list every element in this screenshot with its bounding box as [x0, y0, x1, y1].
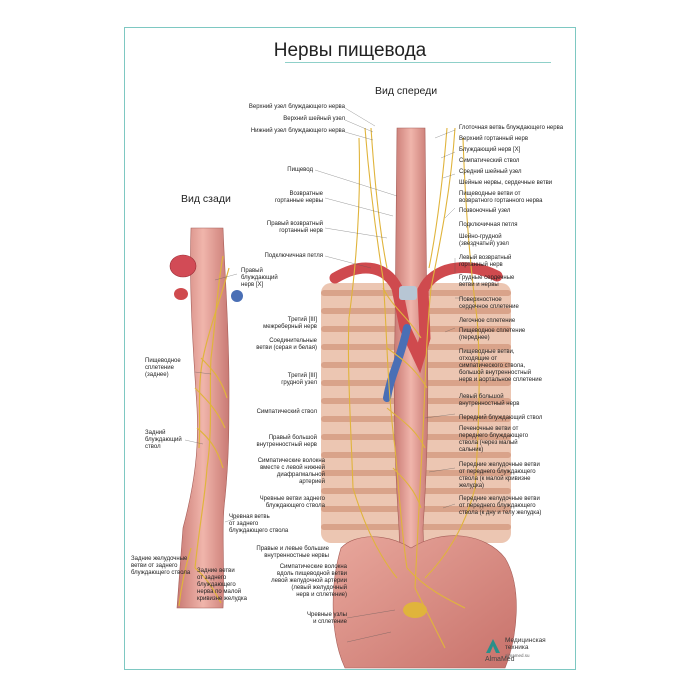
- label-right-6: Пищеводные ветви от возвратного гортанно…: [459, 191, 543, 204]
- label-right-16: Левый большой внутренностный нерв: [459, 394, 520, 407]
- celiac-ganglia: [403, 602, 427, 618]
- label-mid-4: Возвратные гортанные нервы: [274, 191, 323, 204]
- label-mid-5: Правый возвратный гортанный нерв: [266, 221, 323, 234]
- label-posterior-vagal-trunk: Задний блуждающий ствол: [145, 430, 182, 450]
- logo-site: almamed.su: [505, 653, 530, 658]
- label-posterior-plexus: Пищеводное сплетение (заднее): [145, 358, 181, 378]
- label-mid-10: Симпатический ствол: [256, 409, 317, 415]
- label-right-20: Передние желудочные ветви от переднего б…: [459, 496, 542, 516]
- label-right-11: Грудные сердечные ветви и нервы: [459, 275, 515, 288]
- label-mid-7: Третий [III] межреберный нерв: [263, 317, 317, 330]
- view-label-back: Вид сзади: [181, 193, 231, 205]
- label-mid-9: Третий [III] грудной узел: [281, 373, 317, 386]
- label-right-7: Позвоночный узел: [459, 208, 511, 214]
- logo-company: Медицинская техника: [505, 637, 546, 651]
- leader-lines: [184, 107, 465, 643]
- label-right-4: Средний шейный узел: [459, 169, 522, 175]
- label-mid-15: Симпатические волокна вдоль пищеводной в…: [271, 564, 347, 598]
- label-right-15: Пищеводные ветви, отходящие от симпатиче…: [459, 349, 542, 383]
- label-posterior-branches: Задние ветви от заднего блуждающего нерв…: [197, 568, 247, 602]
- poster-title: Нервы пищевода: [273, 40, 427, 61]
- label-mid-16: Чревные узлы и сплетение: [307, 612, 347, 625]
- label-mid-2: Нижний узел блуждающего нерва: [250, 128, 345, 134]
- label-right-10: Левый возвратный гортанный нерв: [459, 255, 512, 268]
- label-right-17: Передний блуждающий ствол: [459, 415, 543, 421]
- label-mid-11: Правый большой внутренностный нерв: [256, 435, 317, 448]
- almamed-logo: Медицинская техника AlmaMed almamed.su: [485, 636, 565, 666]
- title-rule: [285, 62, 551, 63]
- label-mid-3: Пищевод: [287, 167, 313, 173]
- label-right-13: Легочное сплетение: [459, 318, 516, 324]
- label-right-5: Шейные нервы, сердечные ветви: [459, 180, 553, 186]
- label-mid-8: Соединительные ветви (серая и белая): [256, 338, 317, 351]
- label-posterior-gastric: Задние желудочные ветви от заднего блужд…: [131, 556, 191, 576]
- view-label-front: Вид спереди: [375, 85, 438, 97]
- label-right-1: Верхний гортанный нерв: [459, 136, 529, 142]
- label-mid-13: Чревные ветви заднего блуждающего ствола: [259, 496, 325, 509]
- logo-mark-icon: [486, 639, 500, 653]
- label-mid-12: Симпатические волокна вместе с левой ниж…: [257, 458, 325, 485]
- label-right-19: Передние желудочные ветви от переднего б…: [459, 462, 540, 489]
- anterior-view-drawing: [321, 127, 517, 669]
- aortic-arch: [329, 262, 503, 402]
- logo-brand: AlmaMed: [485, 656, 515, 663]
- nerve-network: [347, 127, 480, 649]
- anatomy-illustration: [169, 107, 517, 669]
- label-mid-6: Подключичная петля: [264, 253, 323, 259]
- label-right-3: Симпатический ствол: [459, 158, 520, 164]
- label-mid-0: Верхний узел блуждающего нерва: [248, 104, 345, 110]
- posterior-view-drawing: [169, 227, 243, 609]
- label-right-8: Подключичная петля: [459, 222, 518, 228]
- poster-frame: Нервы пищевода: [124, 27, 576, 670]
- label-mid-14: Правые и левые большие внутренностные не…: [256, 546, 329, 559]
- label-right-0: Глоточная ветвь блуждающего нерва: [459, 125, 564, 131]
- stomach: [332, 535, 517, 669]
- label-right-12: Поверхностное сердечное сплетение: [459, 297, 519, 310]
- label-mid-1: Верхний шейный узел: [283, 116, 345, 122]
- label-right-18: Печеночные ветви от переднего блуждающег…: [459, 426, 529, 453]
- label-right-14: Пищеводное сплетение (переднее): [459, 328, 526, 341]
- label-right-vagus: Правый блуждающий нерв [X]: [241, 268, 278, 288]
- label-right-9: Шейно-грудной (звездчатый) узел: [459, 234, 509, 247]
- label-celiac-branch: Чревная ветвь от заднего блуждающего ств…: [229, 514, 289, 534]
- label-right-2: Блуждающий нерв [X]: [459, 147, 521, 153]
